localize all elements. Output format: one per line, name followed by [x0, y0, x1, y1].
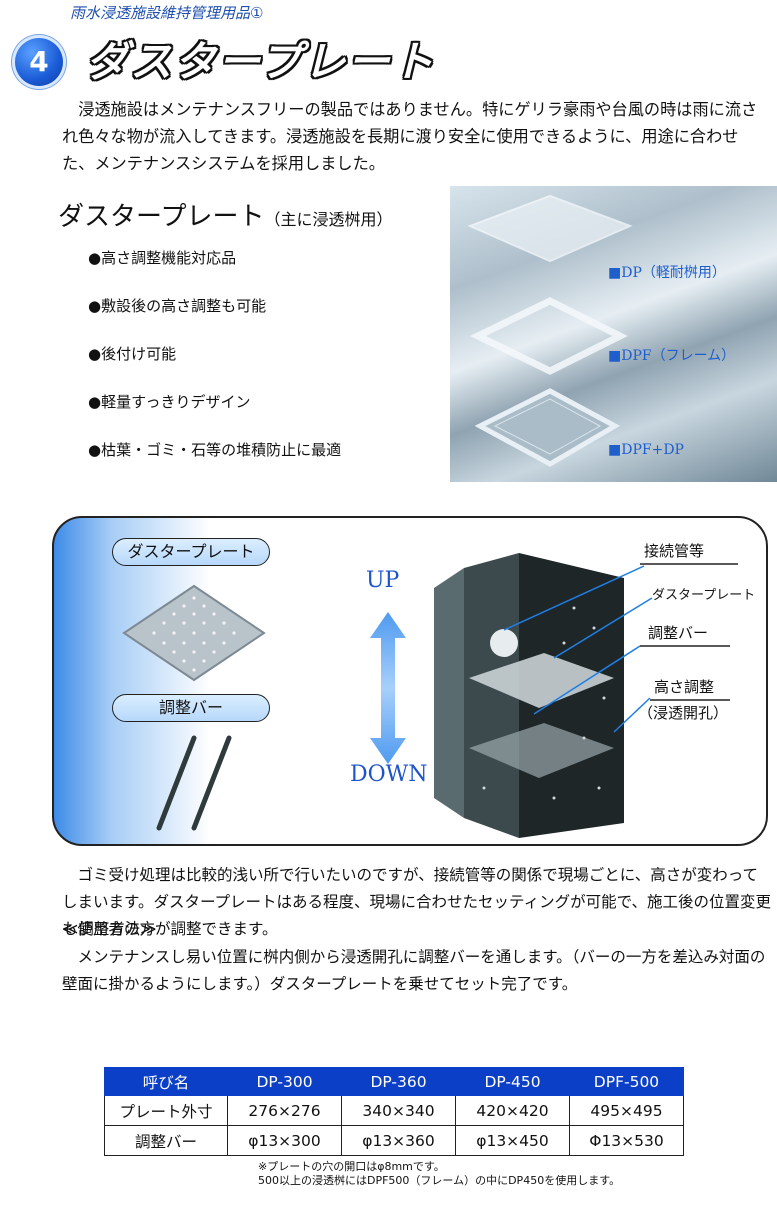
duster-plate-image — [122, 584, 266, 682]
label-duster-plate: ダスタープレート — [652, 588, 756, 603]
table-header-row: 呼び名 DP-300 DP-360 DP-450 DPF-500 — [104, 1067, 684, 1096]
feature-item: ●枯葉・ゴミ・石等の堆積防止に最適 — [88, 441, 342, 459]
up-label: UP — [366, 568, 400, 593]
table-cell: 調整バー — [104, 1125, 228, 1156]
page-title: ダスタープレート — [86, 37, 436, 86]
product-name: ダスタープレート — [58, 202, 265, 232]
leader-lines — [503, 563, 738, 733]
table-cell: φ13×300 — [227, 1125, 342, 1156]
plate-dp-image — [467, 194, 633, 263]
product-photo: ■DP（軽耐桝用） ■DPF（フレーム） ■DPF+DP — [450, 186, 777, 482]
intro-text: 浸透施設はメンテナンスフリーの製品ではありません。特にゲリラ豪雨や台風の時は雨に… — [62, 100, 758, 173]
table-cell: 276×276 — [227, 1095, 342, 1126]
label-adjust-bar: 調整バー — [648, 624, 709, 642]
installation-diagram: ダスタープレート 調整バー UP DOWN — [52, 516, 768, 846]
label-connection-pipe: 接続管等 — [644, 542, 705, 560]
note-large-basin: 500以上の浸透桝にはDPF500（フレーム）の中にDP450を使用します。 — [258, 1174, 621, 1187]
table-cell: 420×420 — [455, 1095, 570, 1126]
table-cell: φ13×450 — [455, 1125, 570, 1156]
spec-table: 呼び名 DP-300 DP-360 DP-450 DPF-500 プレート外寸 … — [104, 1067, 684, 1156]
table-cell: 495×495 — [569, 1095, 684, 1126]
table-cell: φ13×360 — [341, 1125, 456, 1156]
table-header-cell: DPF-500 — [569, 1067, 684, 1096]
feature-list: ●高さ調整機能対応品 ●敷設後の高さ調整も可能 ●後付け可能 ●軽量すっきりデザ… — [88, 248, 341, 488]
table-row: プレート外寸 276×276 340×340 420×420 495×495 — [104, 1095, 684, 1126]
label-height-adjust: 高さ調整 — [654, 678, 715, 696]
table-header-cell: DP-360 — [341, 1067, 456, 1096]
table-header-cell: 呼び名 — [104, 1067, 228, 1096]
number-badge: 4 — [15, 38, 63, 86]
table-cell: Φ13×530 — [569, 1125, 684, 1156]
product-title: ダスタープレート（主に浸透桝用） — [58, 196, 392, 233]
feature-item: ●軽量すっきりデザイン — [88, 393, 251, 411]
method-text: メンテナンスし易い位置に桝内側から浸透開孔に調整バーを通します。（バーの一方を差… — [62, 948, 766, 993]
pill-adjust-bar: 調整バー — [112, 694, 270, 722]
table-header-cell: DP-450 — [455, 1067, 570, 1096]
tag-dp: ■DP（軽耐桝用） — [608, 265, 726, 281]
method-heading: ≪調整方法≫ — [62, 920, 157, 938]
adjust-bar-image — [156, 735, 232, 831]
feature-item: ●高さ調整機能対応品 — [88, 249, 237, 267]
table-notes: ※プレートの穴の開口はφ8mmです。 500以上の浸透桝にはDPF500（フレー… — [258, 1160, 620, 1188]
pill-duster-plate: ダスタープレート — [112, 538, 270, 566]
plate-dpf-dp-image — [474, 388, 621, 467]
down-label: DOWN — [350, 762, 428, 787]
body-text: ゴミ受け処理は比較的浅い所で行いたいのですが、接続管等の関係で現場ごとに、高さが… — [62, 866, 771, 938]
tag-dpf: ■DPF（フレーム） — [608, 348, 736, 364]
basin-cutaway-image — [434, 553, 624, 838]
table-row: 調整バー φ13×300 φ13×360 φ13×450 Φ13×530 — [104, 1125, 684, 1156]
header-label: 雨水浸透施設維持管理用品① — [70, 4, 264, 22]
product-usage: （主に浸透桝用） — [264, 210, 393, 229]
table-cell: 340×340 — [341, 1095, 456, 1126]
table-cell: プレート外寸 — [104, 1095, 228, 1126]
note-hole-size: ※プレートの穴の開口はφ8mmです。 — [258, 1160, 445, 1173]
feature-item: ●後付け可能 — [88, 345, 177, 363]
plate-dpf-image — [469, 297, 628, 375]
feature-item: ●敷設後の高さ調整も可能 — [88, 297, 267, 315]
label-infiltration-hole: （浸透開孔） — [638, 704, 729, 722]
plate-illustrations — [467, 194, 633, 467]
tag-dpf-dp: ■DPF+DP — [608, 442, 684, 458]
up-down-arrow-icon — [370, 612, 406, 764]
table-header-cell: DP-300 — [227, 1067, 342, 1096]
